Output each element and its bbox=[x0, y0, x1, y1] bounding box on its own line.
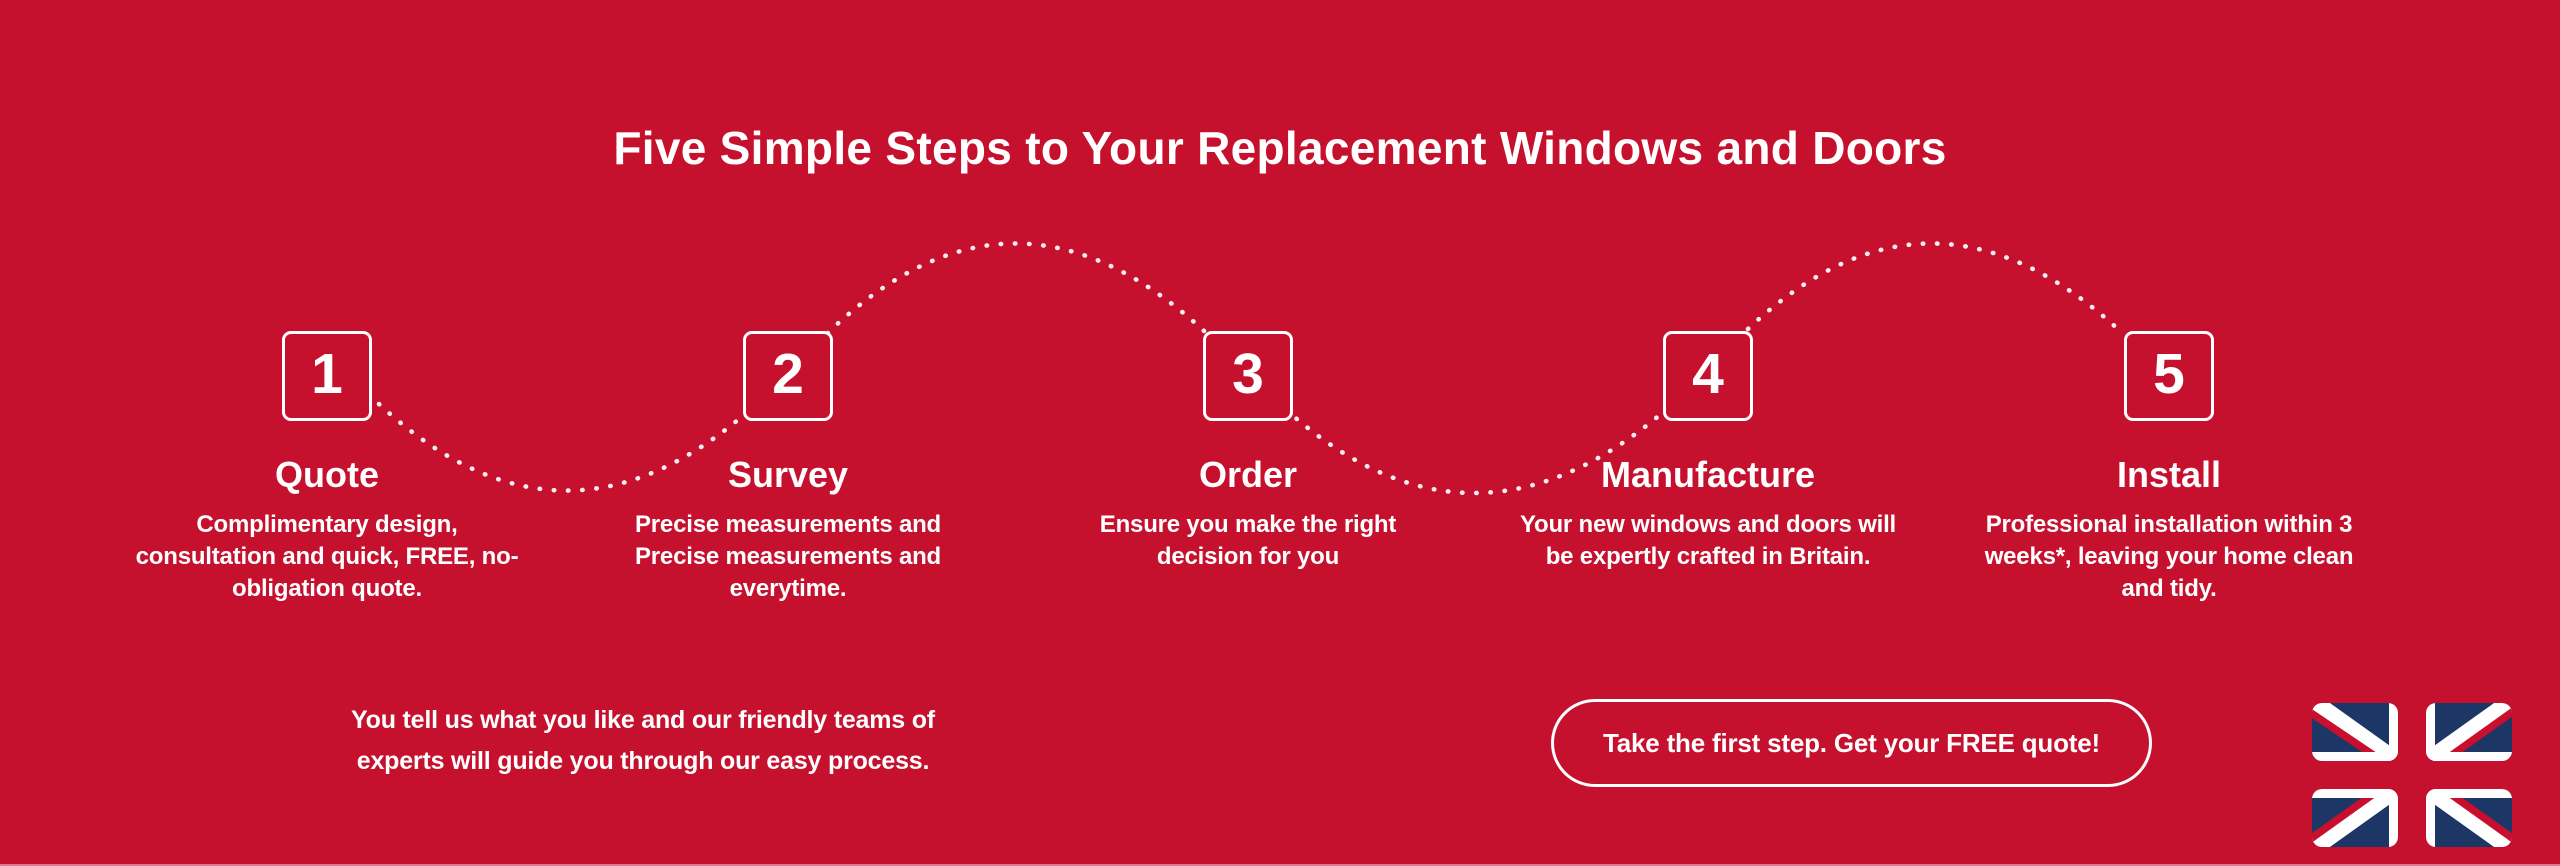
step-label: Order bbox=[1198, 454, 1298, 495]
step-number-box: 2 bbox=[743, 331, 833, 421]
step-label: Install bbox=[2116, 454, 2222, 495]
step-description: Precise measurements and Precise measure… bbox=[634, 511, 942, 602]
step-number-box: 1 bbox=[282, 331, 372, 421]
step-number: 2 bbox=[772, 341, 804, 406]
step-number-box: 5 bbox=[2124, 331, 2214, 421]
step-description: Professional installation within 3 weeks… bbox=[1984, 511, 2354, 602]
step-number-box: 4 bbox=[1663, 331, 1753, 421]
step-description: Ensure you make the right decision for y… bbox=[1099, 511, 1397, 570]
step-number: 5 bbox=[2153, 341, 2185, 406]
step-number: 4 bbox=[1692, 341, 1724, 406]
step-label: Quote bbox=[275, 454, 379, 495]
step-label: Survey bbox=[727, 454, 849, 495]
bottom-divider bbox=[0, 864, 2560, 866]
step-number: 3 bbox=[1232, 341, 1264, 406]
step-description: Complimentary design, consultation and q… bbox=[135, 511, 519, 602]
tagline: You tell us what you like and our friend… bbox=[351, 706, 935, 775]
step-description: Your new windows and doors will be exper… bbox=[1519, 511, 1897, 570]
step-number: 1 bbox=[311, 341, 343, 406]
step-5: 5 Install Professional installation with… bbox=[1934, 331, 2404, 605]
step-4: 4 Manufacture Your new windows and doors… bbox=[1473, 331, 1943, 573]
step-2: 2 Survey Precise measurements and Precis… bbox=[553, 331, 1023, 605]
step-label: Manufacture bbox=[1600, 454, 1816, 495]
step-3: 3 Order Ensure you make the right decisi… bbox=[1013, 331, 1483, 573]
union-jack-flag-icon bbox=[2312, 703, 2512, 847]
step-1: 1 Quote Complimentary design, consultati… bbox=[92, 331, 562, 605]
page-title: Five Simple Steps to Your Replacement Wi… bbox=[613, 122, 1947, 174]
free-quote-button[interactable]: Take the first step. Get your FREE quote… bbox=[1551, 699, 2152, 787]
step-number-box: 3 bbox=[1203, 331, 1293, 421]
